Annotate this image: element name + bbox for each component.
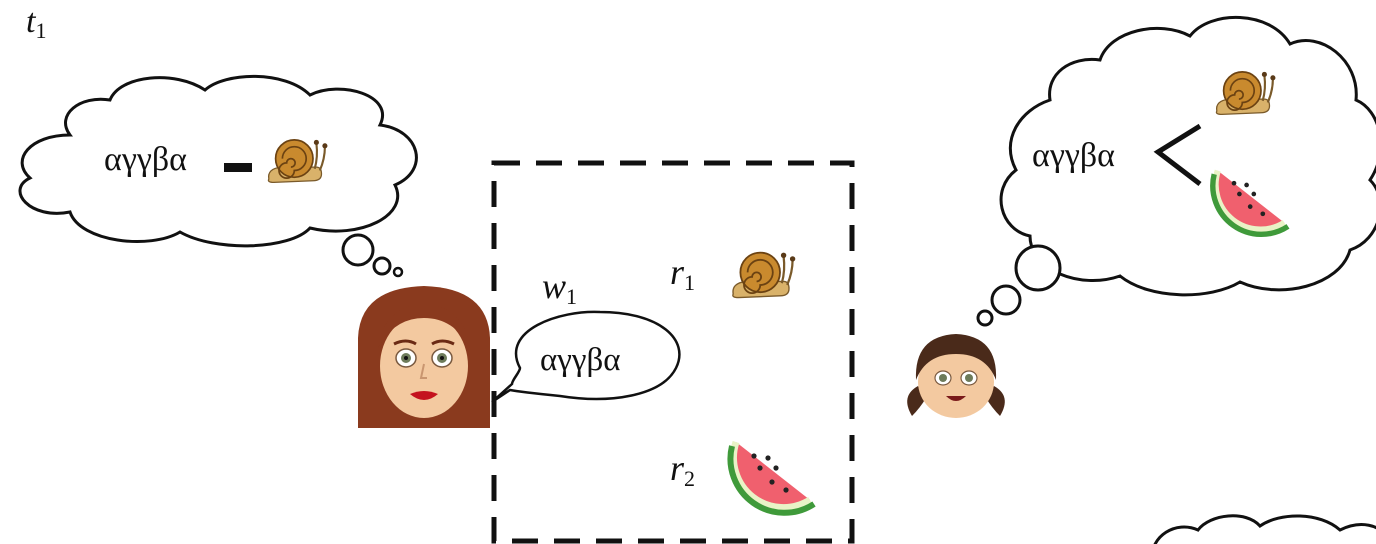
referent-2-label-main: r — [670, 448, 685, 488]
thought-bubble-dot — [990, 284, 1022, 316]
referent-1-label-subscript: 1 — [684, 270, 695, 295]
speaker-thought-word: αγγβα — [104, 141, 187, 178]
thought-bubble-dot — [341, 233, 375, 267]
referent-2-label: r2 — [670, 448, 695, 491]
listener-thought-cloud: αγγβα — [976, 16, 1376, 327]
speaker-thought-cloud: αγγβα — [18, 74, 418, 278]
word-label-subscript: 1 — [566, 284, 577, 309]
thought-bubble-dot — [372, 256, 392, 276]
speaker-speech-bubble: αγγβα — [491, 310, 681, 404]
referent-1-label-main: r — [670, 252, 685, 292]
referent-2-label-subscript: 2 — [684, 466, 695, 491]
association-bar — [224, 163, 252, 172]
girl-pigtails-icon — [907, 334, 1005, 418]
word-label: w1 — [542, 266, 577, 309]
context-box: w1 r1 r2 — [491, 160, 855, 544]
word-label-main: w — [542, 266, 566, 306]
time-label-main: t — [26, 3, 37, 40]
time-label: t1 — [26, 3, 46, 43]
partial-thought-cloud — [1153, 514, 1376, 544]
speech-word: αγγβα — [540, 342, 621, 378]
woman-red-hair-icon — [358, 286, 490, 428]
referent-1-snail-icon — [731, 251, 797, 299]
branching-bracket — [1153, 123, 1202, 186]
thought-bubble-dot — [976, 309, 994, 327]
listener-thought-word: αγγβα — [1032, 137, 1115, 174]
referent-1-label: r1 — [670, 252, 695, 295]
thought-bubble-dot — [392, 266, 404, 278]
thought-bubble-dot — [1014, 244, 1062, 292]
time-label-subscript: 1 — [35, 18, 46, 43]
referent-2-watermelon-icon — [730, 442, 814, 513]
